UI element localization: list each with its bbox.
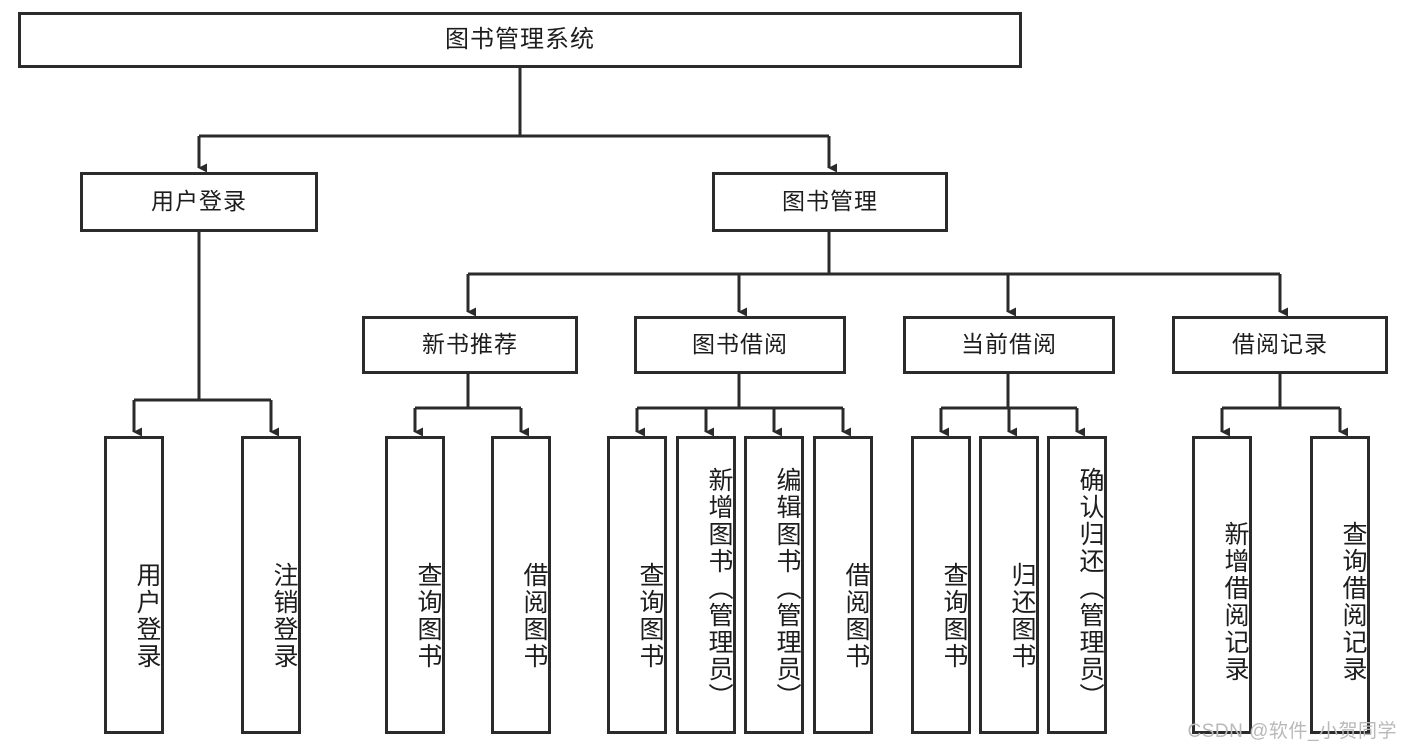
leaf-add-book-admin[interactable]: 新增图书（管理员） — [676, 436, 736, 734]
node-label: 查询图书 — [636, 562, 664, 670]
leaf-return-book[interactable]: 归还图书 — [979, 436, 1039, 734]
node-new-book-recommend[interactable]: 新书推荐 — [362, 316, 578, 374]
node-book-management[interactable]: 图书管理 — [712, 172, 948, 232]
node-label: 查询图书 — [414, 562, 442, 670]
node-user-login[interactable]: 用户登录 — [80, 172, 318, 232]
node-label: 图书借阅 — [692, 331, 788, 358]
leaf-query-borrow-record[interactable]: 查询借阅记录 — [1310, 436, 1370, 734]
leaf-edit-book-admin[interactable]: 编辑图书（管理员） — [744, 436, 804, 734]
node-label: 借阅图书 — [520, 562, 548, 670]
leaf-logout-login[interactable]: 注销登录 — [241, 436, 301, 734]
leaf-borrow-book-recommend[interactable]: 借阅图书 — [491, 436, 551, 734]
leaf-confirm-return-admin[interactable]: 确认归还（管理员） — [1047, 436, 1107, 734]
node-label: 归还图书 — [1008, 562, 1036, 670]
leaf-query-book-borrow[interactable]: 查询图书 — [607, 436, 667, 734]
node-label: 新书推荐 — [422, 331, 518, 358]
node-label: 查询图书 — [940, 562, 968, 670]
node-label: 图书管理系统 — [445, 25, 595, 53]
node-label: 注销登录 — [270, 562, 298, 670]
node-label: 新增借阅记录 — [1221, 521, 1249, 683]
leaf-user-login[interactable]: 用户登录 — [104, 436, 164, 734]
leaf-query-book-current[interactable]: 查询图书 — [911, 436, 971, 734]
node-label: 图书管理 — [782, 188, 878, 215]
node-label: 编辑图书（管理员） — [773, 466, 801, 710]
csdn-watermark: CSDN @软件_小贺同学 — [1187, 721, 1397, 742]
node-book-borrow[interactable]: 图书借阅 — [634, 316, 846, 374]
node-label: 借阅图书 — [842, 562, 870, 670]
leaf-borrow-book[interactable]: 借阅图书 — [813, 436, 873, 734]
node-root-system[interactable]: 图书管理系统 — [18, 12, 1022, 68]
node-borrow-record[interactable]: 借阅记录 — [1172, 316, 1388, 374]
leaf-query-book-recommend[interactable]: 查询图书 — [385, 436, 445, 734]
node-label: 用户登录 — [151, 188, 247, 215]
node-label: 当前借阅 — [961, 331, 1057, 358]
node-label: 新增图书（管理员） — [705, 466, 733, 710]
node-label: 确认归还（管理员） — [1076, 466, 1104, 710]
leaf-add-borrow-record[interactable]: 新增借阅记录 — [1192, 436, 1252, 734]
node-label: 查询借阅记录 — [1339, 521, 1367, 683]
node-label: 借阅记录 — [1232, 331, 1328, 358]
node-current-borrow[interactable]: 当前借阅 — [903, 316, 1115, 374]
node-label: 用户登录 — [133, 562, 161, 670]
